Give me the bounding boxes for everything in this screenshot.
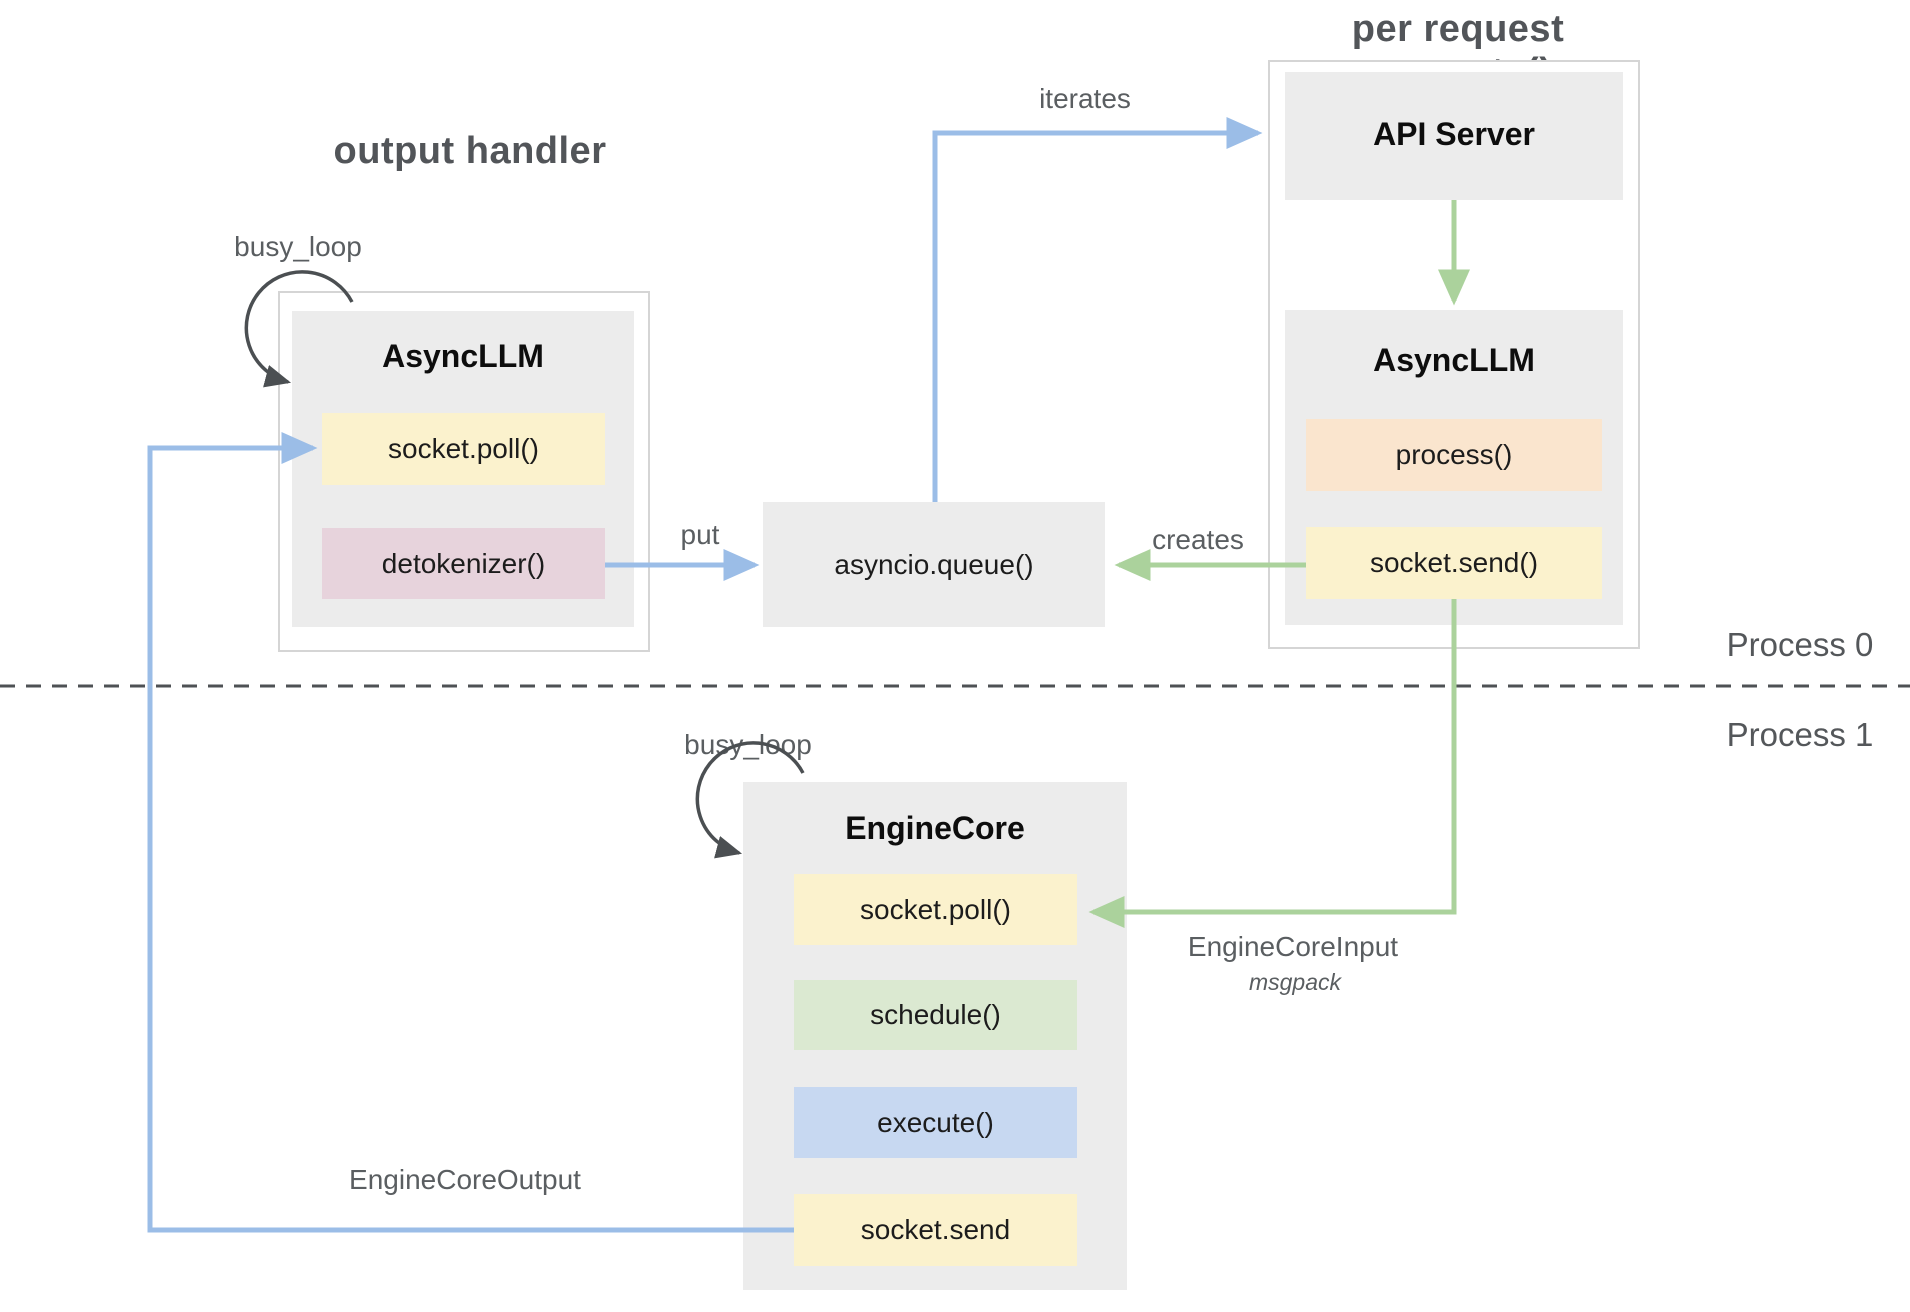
asyncio-queue-box: asyncio.queue() bbox=[763, 502, 1105, 627]
engine-core-title: EngineCore bbox=[845, 810, 1025, 846]
output-handler-title: output handler bbox=[333, 130, 607, 172]
method-socket-poll-ec: socket.poll() bbox=[794, 874, 1077, 945]
creates-label: creates bbox=[1152, 524, 1244, 555]
method-socket-send-right: socket.send() bbox=[1306, 527, 1602, 599]
engine-core-output-label: EngineCoreOutput bbox=[349, 1164, 581, 1195]
iterates-label: iterates bbox=[1039, 83, 1131, 114]
msgpack-label: msgpack bbox=[1248, 969, 1342, 995]
method-socket-poll-left: socket.poll() bbox=[322, 413, 605, 485]
put-label: put bbox=[680, 519, 720, 550]
busy-loop-label-top: busy_loop bbox=[234, 231, 362, 262]
process-1-label: Process 1 bbox=[1726, 716, 1874, 753]
async-llm-right-title: AsyncLLM bbox=[1373, 342, 1535, 378]
async-llm-left-title: AsyncLLM bbox=[382, 338, 544, 374]
method-socket-send-ec: socket.send bbox=[794, 1194, 1077, 1266]
api-server-title: API Server bbox=[1373, 116, 1535, 152]
busy-loop-label-bottom: busy_loop bbox=[684, 729, 812, 760]
method-execute: execute() bbox=[794, 1087, 1077, 1158]
engine-core-input-label: EngineCoreInput bbox=[1187, 931, 1399, 962]
iterates-arrow bbox=[932, 116, 1263, 502]
method-process: process() bbox=[1306, 419, 1602, 491]
process-0-label: Process 0 bbox=[1726, 626, 1874, 663]
method-detokenizer: detokenizer() bbox=[322, 528, 605, 599]
api-server-box bbox=[1285, 72, 1623, 200]
method-schedule: schedule() bbox=[794, 980, 1077, 1050]
